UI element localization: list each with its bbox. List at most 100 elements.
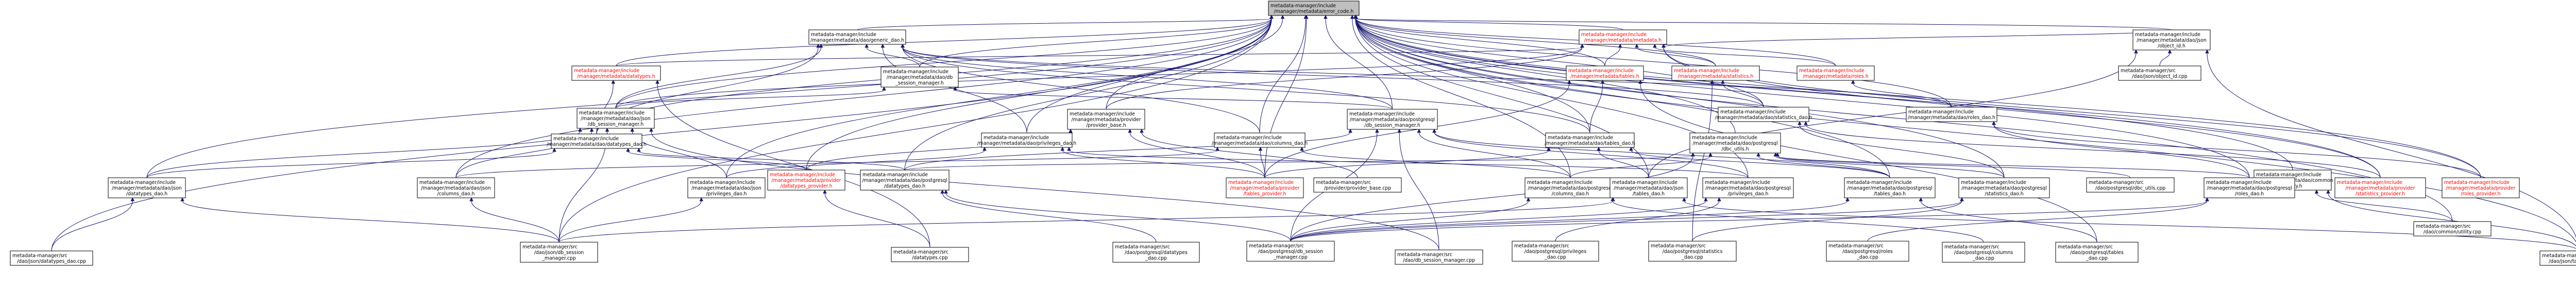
graph-edge-jprivdao-to-root [726, 14, 1274, 178]
graph-node-box [2442, 177, 2520, 198]
graph-node-pgtabdao[interactable]: metadata-manager/include/manager/metadat… [1844, 177, 1936, 198]
graph-node-pgcolcpp[interactable]: metadata-manager/src/dao/postgresql/colu… [1942, 242, 2025, 263]
graph-edge-pgdtdao-to-pgutils [904, 152, 1695, 171]
graph-node-tables[interactable]: metadata-manager/include/manager/metadat… [1566, 65, 1644, 81]
graph-node-label: metadata-manager/include [553, 136, 619, 142]
graph-node-pgprivdao[interactable]: metadata-manager/include/manager/metadat… [1702, 177, 1794, 198]
graph-node-pgdtdao[interactable]: metadata-manager/include/manager/metadat… [860, 170, 950, 191]
graph-edge-jprivdao-to-jsondbsm [630, 127, 727, 178]
graph-node-pgrolescpp[interactable]: metadata-manager/src/dao/postgresql/role… [1826, 241, 1909, 262]
graph-node-ppbase[interactable]: metadata-manager/include/manager/metadat… [1067, 109, 1145, 130]
graph-node-label: /datatypes_dao.h [126, 191, 167, 197]
graph-node-stats[interactable]: metadata-manager/include/manager/metadat… [1671, 65, 1760, 81]
graph-node-pgtabcpp[interactable]: metadata-manager/src/dao/postgresql/tabl… [2055, 242, 2139, 263]
graph-node-jdtdao[interactable]: metadata-manager/include/manager/metadat… [108, 177, 186, 198]
graph-edge-jtabcpp-to-cutil [2326, 189, 2576, 247]
graph-node-label: metadata-manager/include [1705, 180, 1770, 185]
graph-node-roles[interactable]: metadata-manager/include/manager/metadat… [1797, 65, 1875, 81]
graph-node-box [767, 170, 845, 191]
edge-line [1777, 156, 2131, 178]
graph-node-pgprivcpp[interactable]: metadata-manager/src/dao/postgresql/priv… [1512, 241, 1599, 262]
graph-node-jdtdaocpp[interactable]: metadata-manager/src/dao/json/datatypes_… [10, 250, 93, 266]
edge-arrowhead [180, 197, 184, 201]
graph-node-statdao[interactable]: metadata-manager/include/manager/metadat… [1715, 107, 1812, 122]
graph-node-pdtprov[interactable]: metadata-manager/include/manager/metadat… [767, 170, 845, 191]
graph-edge-ptabprov-to-root [1264, 14, 1309, 178]
graph-node-dtypes[interactable]: metadata-manager/include/manager/metadat… [571, 65, 661, 81]
edge-line [616, 47, 1583, 66]
graph-node-jtabdao[interactable]: metadata-manager/include/manager/metadat… [1609, 177, 1688, 198]
graph-node-ppbcpp[interactable]: metadata-manager/src/provider/provider_b… [1313, 177, 1402, 193]
graph-node-jdbsmcpp[interactable]: metadata-manager/src/dao/json/db_session… [520, 242, 598, 263]
graph-node-cutilcpp[interactable]: metadata-manager/src/dao/common/utility.… [2413, 221, 2492, 237]
graph-node-dtcpp[interactable]: metadata-manager/src/datatypes.cpp [891, 247, 969, 262]
graph-node-ptabprov[interactable]: metadata-manager/include/manager/metadat… [1226, 177, 1304, 198]
graph-node-label: _dao.cpp [2086, 256, 2108, 261]
graph-node-jtabcpp[interactable]: metadata-manager/src/dao/json/tables_dao… [2539, 250, 2576, 266]
graph-edge-jtabcpp-to-jtabdao [1682, 197, 2576, 249]
graph-node-label: /statistics_dao.h [1985, 191, 2023, 197]
graph-node-pstatprov[interactable]: metadata-manager/include/manager/metadat… [2334, 177, 2426, 198]
graph-node-label: /provider_base.h [1086, 123, 1126, 128]
graph-node-label: metadata-manager/include [811, 32, 876, 38]
graph-node-box [1268, 1, 1360, 16]
graph-node-label: /datatypes_dao.h [884, 183, 925, 189]
graph-node-tabdao[interactable]: metadata-manager/include/manager/metadat… [1545, 132, 1635, 148]
graph-node-pgutils[interactable]: metadata-manager/include/manager/metadat… [1689, 132, 1781, 154]
edge-arrowhead [1721, 79, 1725, 84]
graph-node-pgutilscpp[interactable]: metadata-manager/src/dao/postgresql/dbc_… [2086, 177, 2175, 193]
graph-node-label: /manager/metadata/dao/postgresql [1528, 185, 1613, 191]
graph-node-pgdbsm[interactable]: metadata-manager/include/manager/metadat… [1347, 109, 1438, 130]
graph-node-pgstatdao[interactable]: metadata-manager/include/manager/metadat… [1958, 177, 2050, 198]
graph-node-label: /manager/metadata/statistics.h [1678, 74, 1754, 79]
edge-line [615, 90, 885, 109]
graph-node-pgdtcpp[interactable]: metadata-manager/src/dao/postgresql/data… [1112, 242, 1200, 263]
edge-line [955, 90, 1393, 110]
node-layer: metadata-manager/include/manager/metadat… [10, 1, 2576, 266]
graph-node-label: /dao/common/utility.cpp [2424, 229, 2481, 235]
graph-node-pgrolesdao[interactable]: metadata-manager/include/manager/metadat… [2204, 177, 2295, 198]
graph-node-objcpp[interactable]: metadata-manager/src/dao/json/object_id.… [2118, 65, 2201, 81]
graph-node-pgstatcpp[interactable]: metadata-manager/src/dao/postgresql/stat… [1648, 241, 1737, 262]
graph-node-jcoldao[interactable]: metadata-manager/include/manager/metadat… [417, 177, 495, 198]
graph-node-label: /manager/metadata/dao/postgresql [862, 178, 947, 183]
graph-node-box [1395, 249, 1483, 265]
graph-node-pgcoldao[interactable]: metadata-manager/include/manager/metadat… [1524, 177, 1616, 198]
graph-edge-pgcoldao-to-coldao [1300, 146, 1571, 178]
graph-node-box [1226, 177, 1304, 198]
graph-node-coldao[interactable]: metadata-manager/include/manager/metadat… [1212, 132, 1308, 148]
graph-node-label: metadata-manager/src [1514, 243, 1569, 249]
graph-node-dbsm[interactable]: metadata-manager/include/manager/metadat… [880, 66, 959, 88]
graph-edge-dbsmcpp-to-jsondbsm [649, 127, 1439, 250]
graph-node-label: /manager/metadata/datatypes.h [577, 74, 655, 79]
graph-node-box [1566, 65, 1644, 81]
graph-node-objjson[interactable]: metadata-manager/include/manager/metadat… [2132, 29, 2211, 50]
graph-node-box [1512, 241, 1599, 262]
edge-arrowhead [2134, 49, 2138, 54]
graph-edge-objjson-to-mdh [1662, 29, 2172, 48]
graph-node-rolesdao[interactable]: metadata-manager/include/manager/metadat… [1906, 107, 1997, 122]
graph-node-prolesprov[interactable]: metadata-manager/include/manager/metadat… [2442, 177, 2520, 198]
graph-node-label: metadata-manager/include [1070, 111, 1135, 117]
graph-node-label: metadata-manager/include [883, 69, 948, 75]
graph-node-gdao[interactable]: metadata-manager/include/manager/metadat… [808, 29, 906, 45]
graph-edge-jprivdao-to-privdao [726, 146, 987, 178]
edge-arrowhead [649, 127, 653, 132]
graph-node-dbsmcpp[interactable]: metadata-manager/src/dao/db_session_mana… [1395, 249, 1483, 265]
graph-node-label: /columns_dao.h [1552, 191, 1589, 197]
graph-node-dtdao[interactable]: metadata-manager/include/manager/metadat… [547, 133, 647, 149]
graph-node-privdao[interactable]: metadata-manager/include/manager/metadat… [977, 132, 1077, 148]
edge-line [1648, 53, 2137, 178]
edge-line [1555, 200, 1720, 242]
graph-node-label: /dao/json/tables_dao.cpp [2549, 259, 2576, 264]
graph-node-pgdbsmcpp[interactable]: metadata-manager/src/dao/postgresql/db_s… [1246, 241, 1335, 262]
graph-node-jprivdao[interactable]: metadata-manager/include/manager/metadat… [687, 177, 766, 198]
graph-node-jsondbsm[interactable]: metadata-manager/include/manager/metadat… [577, 108, 655, 129]
edge-line [657, 83, 930, 248]
graph-node-mdh[interactable]: metadata-manager/include/manager/metadat… [1579, 29, 1667, 45]
graph-edge-pstatprov-to-statdao [1804, 121, 2381, 178]
graph-node-box [1689, 132, 1781, 154]
edge-arrowhead [2205, 49, 2209, 54]
edge-line [1260, 150, 1265, 178]
graph-node-box [1579, 29, 1667, 45]
